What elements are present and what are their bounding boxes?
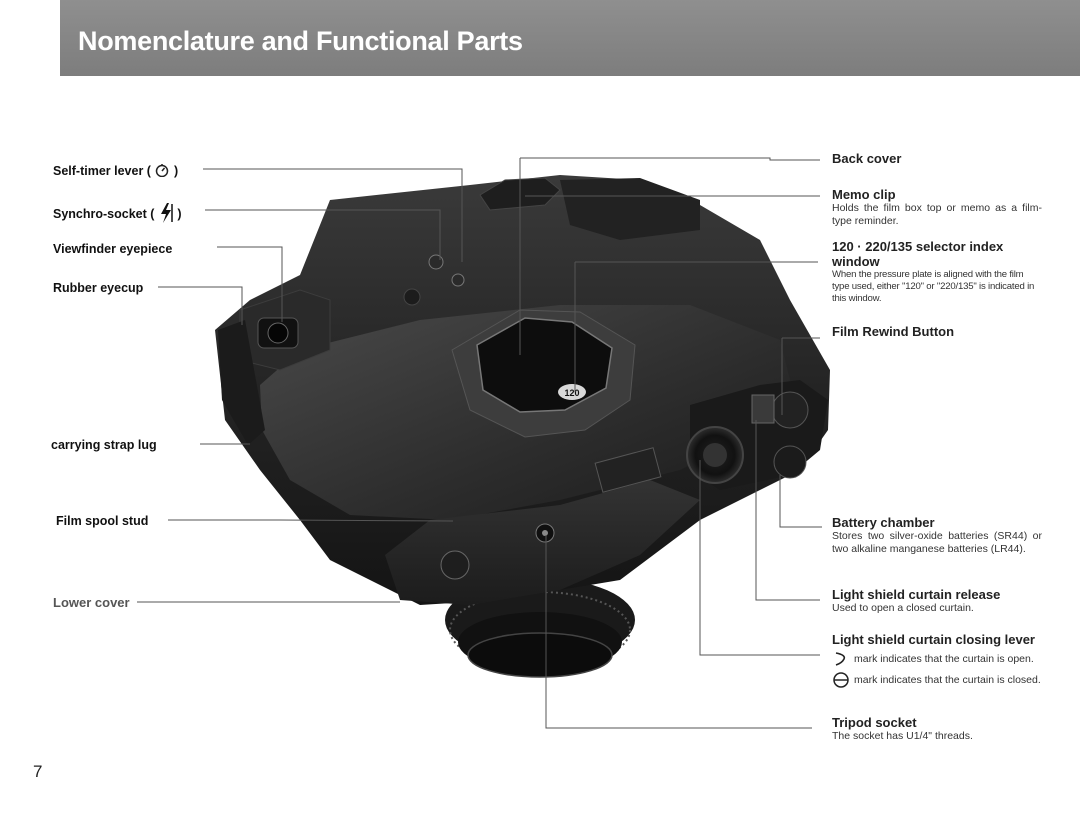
curtain-closed-text: mark indicates that the curtain is close…: [854, 674, 1041, 686]
curtain-closed-icon: [833, 672, 849, 688]
label-synchro-socket: Synchro-socket ( ): [53, 202, 182, 224]
label-selector-window: 120 · 220/135 selector index window When…: [832, 239, 1042, 305]
page-title: Nomenclature and Functional Parts: [78, 26, 523, 56]
battery-chamber-desc: Stores two silver-oxide batteries (SR44)…: [832, 530, 1042, 555]
curtain-open-mark: mark indicates that the curtain is open.: [832, 650, 1042, 668]
label-lower-cover: Lower cover: [53, 595, 130, 610]
tripod-socket-desc: The socket has U1/4" threads.: [832, 730, 973, 742]
label-carrying-strap-lug: carrying strap lug: [51, 438, 157, 452]
synchro-label-close: ): [177, 207, 182, 221]
self-timer-label-close: ): [173, 164, 179, 178]
flash-icon: [160, 203, 173, 223]
memo-clip-desc: Holds the film box top or memo as a film…: [832, 202, 1042, 227]
curtain-release-title: Light shield curtain release: [832, 587, 1001, 602]
header-banner: Nomenclature and Functional Parts: [60, 0, 1080, 76]
curtain-open-text: mark indicates that the curtain is open.: [854, 653, 1034, 665]
label-rubber-eyecup: Rubber eyecup: [53, 281, 144, 295]
self-timer-label-text: Self-timer lever (: [53, 164, 151, 178]
synchro-label-text: Synchro-socket (: [53, 207, 155, 221]
tripod-socket-title: Tripod socket: [832, 715, 917, 730]
battery-chamber-title: Battery chamber: [832, 515, 935, 530]
label-viewfinder-eyepiece: Viewfinder eyepiece: [53, 242, 173, 256]
label-battery-chamber: Battery chamber Stores two silver-oxide …: [832, 515, 1042, 555]
back-cover-title: Back cover: [832, 151, 902, 166]
label-film-spool-stud: Film spool stud: [56, 514, 149, 528]
selector-window-desc: When the pressure plate is aligned with …: [832, 269, 1035, 304]
rewind-button-title: Film Rewind Button: [832, 324, 955, 339]
selector-window-title: 120 · 220/135 selector index window: [832, 239, 1004, 269]
label-tripod-socket: Tripod socket The socket has U1/4" threa…: [832, 715, 1042, 743]
curtain-closed-mark: mark indicates that the curtain is close…: [832, 671, 1042, 689]
page-number: 7: [33, 762, 43, 781]
curtain-release-desc: Used to open a closed curtain.: [832, 602, 974, 614]
label-film-rewind-button: Film Rewind Button: [832, 324, 1042, 339]
curtain-open-icon: [835, 652, 846, 666]
label-self-timer-lever: Self-timer lever ( ): [53, 163, 178, 178]
memo-clip-title: Memo clip: [832, 187, 896, 202]
label-back-cover: Back cover: [832, 151, 1042, 166]
counter-label: 120: [564, 388, 579, 398]
curtain-lever-title: Light shield curtain closing lever: [832, 632, 1035, 647]
label-curtain-closing-lever: Light shield curtain closing lever mark …: [832, 632, 1042, 689]
label-curtain-release: Light shield curtain release Used to ope…: [832, 587, 1042, 615]
label-memo-clip: Memo clip Holds the film box top or memo…: [832, 187, 1042, 227]
self-timer-icon: [156, 164, 169, 178]
